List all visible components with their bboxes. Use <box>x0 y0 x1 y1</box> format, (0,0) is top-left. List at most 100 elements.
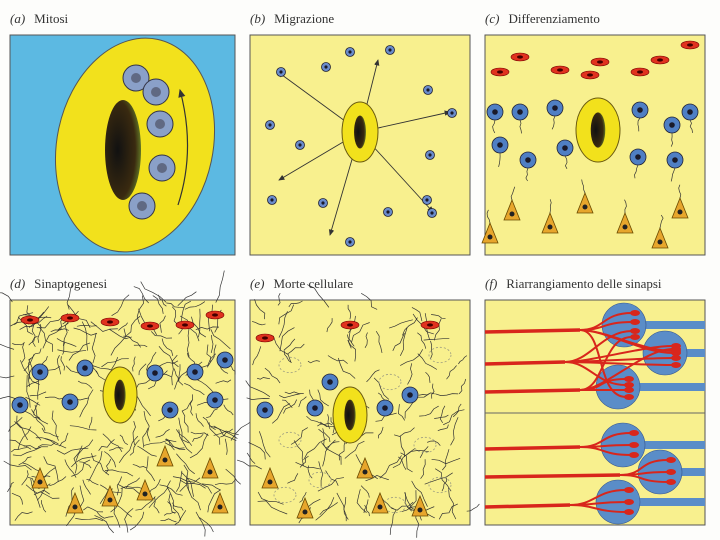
neurite <box>295 461 320 470</box>
cell-nucleus <box>321 201 325 205</box>
neurite <box>325 441 340 449</box>
neurite <box>178 364 184 386</box>
panel-c-differentiation <box>481 34 706 256</box>
cell-nucleus <box>657 58 663 62</box>
cell-nucleus <box>382 405 388 411</box>
neurite <box>196 378 215 394</box>
cell-nucleus <box>417 507 423 513</box>
panel-tag: (e) <box>250 276 265 291</box>
neurite <box>73 445 83 474</box>
neurite <box>466 503 480 512</box>
neurite <box>176 429 193 446</box>
neurite <box>356 489 367 514</box>
neurite <box>28 315 48 328</box>
synaptic-terminal <box>666 457 676 463</box>
neurite <box>486 209 491 224</box>
neurite <box>184 301 206 310</box>
synaptic-terminal <box>624 382 634 388</box>
chromosomes <box>151 87 161 97</box>
cell-nucleus <box>430 211 434 215</box>
cell-nucleus <box>347 323 353 327</box>
cell-nucleus <box>262 336 268 340</box>
neurite <box>438 503 458 520</box>
neurite <box>41 500 47 513</box>
neurite <box>23 354 35 372</box>
dead-cell-outline <box>278 431 302 449</box>
neurite <box>140 281 167 303</box>
neurite <box>293 440 304 466</box>
neurite <box>321 442 342 465</box>
neurite <box>123 335 141 348</box>
cell-nucleus <box>348 240 352 244</box>
neurite <box>299 492 307 503</box>
neurite <box>77 380 93 389</box>
panel-b-migration <box>249 34 471 256</box>
neurite <box>337 357 356 379</box>
pyramidal-neuron <box>371 491 389 514</box>
neurite <box>224 438 228 455</box>
neurite <box>14 511 33 521</box>
neurite <box>82 479 91 495</box>
neurite <box>210 425 238 439</box>
cell-nucleus <box>562 145 568 151</box>
neurite <box>223 404 234 416</box>
panel-c-label: (c)Differenziamento <box>485 11 600 27</box>
neurite <box>183 464 191 494</box>
neurite <box>286 343 305 355</box>
neurite <box>132 356 136 372</box>
neurite <box>179 479 206 489</box>
neurite <box>443 409 465 426</box>
neurite <box>343 496 347 522</box>
neurite <box>28 361 33 387</box>
cell-nucleus <box>167 407 173 413</box>
neurite <box>35 437 59 445</box>
neurite <box>347 304 352 320</box>
neurite <box>31 409 41 421</box>
neurite <box>365 475 389 482</box>
neurite <box>411 307 423 322</box>
neurite <box>28 358 31 380</box>
cell-nucleus <box>147 324 153 328</box>
neurite <box>71 459 91 477</box>
neurite <box>17 426 32 450</box>
neurite <box>174 510 187 525</box>
neurite <box>57 349 87 353</box>
neurite <box>207 489 221 513</box>
panel-title: Differenziamento <box>508 11 600 26</box>
neurite <box>64 459 77 478</box>
neurite <box>283 399 298 414</box>
axon-branch <box>619 474 669 483</box>
neurite <box>435 468 452 492</box>
dead-cell-outline <box>413 436 437 454</box>
neurite <box>166 480 172 507</box>
neurite <box>166 302 184 308</box>
neurite <box>25 484 50 495</box>
neurite <box>159 315 166 333</box>
neurite <box>279 393 301 399</box>
neurite <box>400 349 424 366</box>
neurite <box>279 327 295 352</box>
neurite <box>0 292 13 303</box>
cell-nucleus <box>212 313 218 317</box>
cell-nucleus <box>279 70 283 74</box>
neurite <box>564 155 568 169</box>
synaptic-terminal <box>630 310 640 316</box>
panel-tag: (b) <box>250 11 266 26</box>
neurite <box>375 331 383 354</box>
cell-nucleus <box>207 469 213 475</box>
dead-cell-outline <box>428 476 452 494</box>
neurite <box>3 460 32 471</box>
chromosomes <box>131 73 141 83</box>
synaptic-terminal <box>671 346 681 352</box>
neurite <box>318 461 324 487</box>
neurite <box>60 356 65 371</box>
synaptic-terminal <box>624 394 634 400</box>
cycle-arrow <box>177 88 189 206</box>
neurite <box>187 481 201 511</box>
pyramidal-neuron <box>261 466 279 489</box>
nucleus <box>344 399 356 431</box>
synaptic-terminal <box>624 376 634 382</box>
neurite <box>90 321 118 332</box>
neurite <box>317 389 329 407</box>
neurite <box>120 486 144 490</box>
